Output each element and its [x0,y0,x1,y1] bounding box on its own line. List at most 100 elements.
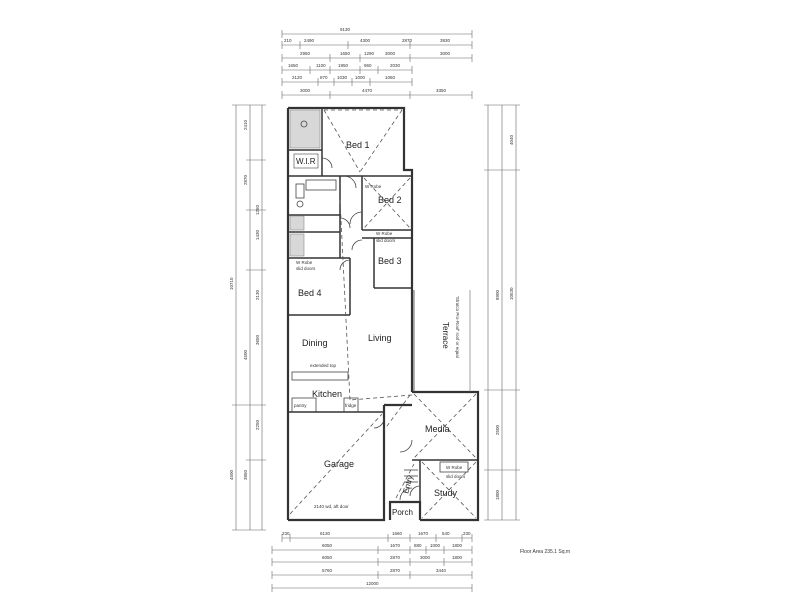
dim-top-4b: 1100 [316,63,326,68]
room-media: Media [425,424,450,434]
dim-top-4d: 960 [364,63,372,68]
dim-bot-5: 12000 [366,581,379,586]
outer-walls [286,106,480,522]
dim-top-6b: 4470 [362,88,373,93]
dim-top-2d: 2870 [402,38,413,43]
dim-bot-2a: 6050 [322,543,333,548]
dim-left-5: 10710 [229,277,234,290]
dim-bot-1a: 230 [282,531,290,536]
bottom-dimensions: 230 6130 1660 1670 540 230 6050 1670 880… [271,531,473,592]
dim-right-1: 4040 [509,134,514,145]
dim-bot-2d: 1000 [430,543,441,548]
ceiling-diagonals [289,109,477,519]
dim-bot-4a: 5760 [322,568,333,573]
note-wrobe-bed4: W Robe [296,260,313,265]
dim-top-2a: 210 [284,38,292,43]
dim-top-1: 9130 [340,27,351,32]
dim-top-3a: 2950 [300,51,311,56]
room-garage: Garage [324,459,354,469]
dim-bot-1b: 6130 [320,531,331,536]
dim-left-7: 2130 [255,289,260,300]
wir-box [293,153,319,169]
dim-bot-3c: 3000 [420,555,431,560]
dim-top-2e: 3930 [440,38,451,43]
dim-left-11: 4500 [229,469,234,480]
dim-top-5b: 870 [320,75,328,80]
room-living: Living [368,333,392,343]
dim-bot-4c: 3440 [436,568,447,573]
note-wrobe-bed3: W Robe [376,231,393,236]
room-bed4: Bed 4 [298,288,322,298]
dim-top-3d: 3000 [385,51,396,56]
dim-left-4: 3650 [255,334,260,345]
dim-bot-1d: 1670 [418,531,429,536]
note-extended-top: extended top [310,363,337,368]
dim-bot-3b: 2870 [390,555,401,560]
wet-areas [289,109,337,257]
right-dimensions: 4040 10530 8900 2500 1800 [484,104,520,521]
dim-right-5: 1800 [495,489,500,500]
dim-bot-3a: 6050 [322,555,333,560]
dim-top-3b: 1650 [340,51,351,56]
dim-top-2b: 2490 [304,38,315,43]
room-terrace: Terrace [441,322,450,349]
dim-top-3c: 1290 [364,51,375,56]
room-dining: Dining [302,338,328,348]
room-kitchen: Kitchen [312,389,342,399]
dim-top-6c: 3350 [436,88,447,93]
dim-top-4c: 1950 [338,63,349,68]
dim-left-6: 4500 [243,349,248,360]
room-study: Study [434,488,458,498]
room-wir: W.I.R [296,157,316,166]
dim-top-6a: 3000 [300,88,311,93]
dim-bot-1c: 1660 [392,531,403,536]
dim-right-4: 2500 [495,424,500,435]
dim-top-4a: 1650 [288,63,299,68]
note-garage-door: 2140 wd, aft door [314,504,349,509]
room-entry: Entry [401,474,415,494]
floor-area-label: Floor Area 235.1 Sq.m [520,549,570,555]
dim-top-5e: 1060 [385,75,396,80]
dim-left-9: 2250 [255,419,260,430]
note-terrace-roof: 'Stratco Pro-Roof' roof or equal [455,296,460,358]
door-swings [321,157,421,501]
dim-left-3: 1430 [255,229,260,240]
dim-top-4e: 2030 [390,63,401,68]
room-bed1: Bed 1 [346,140,370,150]
terrace [413,290,471,392]
dim-left-10: 3850 [243,469,248,480]
room-bed3: Bed 3 [378,256,402,266]
dim-bot-2e: 1800 [452,543,463,548]
note-slide-1: slid doors [376,238,396,243]
note-slide-3: slid doors [446,474,466,479]
note-fridge: fridge [345,403,357,408]
dim-top-5d: 1000 [355,75,366,80]
dim-bot-2b: 1670 [390,543,401,548]
dim-right-2: 10530 [509,287,514,300]
note-slide-2: slid doors [296,266,316,271]
dim-bot-1f: 230 [463,531,471,536]
dim-bot-4b: 2870 [390,568,401,573]
left-dimensions: 2410 2870 1430 3650 10710 4500 2130 1250… [229,104,266,531]
dim-right-3: 8900 [495,289,500,300]
dim-top-5a: 2120 [292,75,303,80]
room-labels: Bed 1 W.I.R Bed 2 Bed 3 Bed 4 Dining Liv… [293,140,458,517]
top-dimensions: 9130 210 2490 4300 2870 3930 2950 1650 1… [281,27,473,99]
note-wrobe-study: W Robe [446,465,463,470]
internal-walls [288,108,478,520]
dim-bot-2c: 880 [414,543,422,548]
entry-steps [404,469,418,483]
dim-left-1: 2410 [243,119,248,130]
dim-left-8: 1250 [255,204,260,215]
room-bed2: Bed 2 [378,195,402,205]
dim-top-3e: 3000 [440,51,451,56]
dim-top-5c: 1030 [337,75,348,80]
note-wrobe-bed2: W Robe [365,184,382,189]
plan-notes: W Robe W Robe W Robe W Robe slid doors s… [294,184,466,509]
note-pantry: pantry [294,403,307,408]
dim-bot-3d: 1800 [452,555,463,560]
dim-top-2c: 4300 [360,38,371,43]
dim-left-2: 2870 [243,174,248,185]
room-porch: Porch [392,508,413,517]
